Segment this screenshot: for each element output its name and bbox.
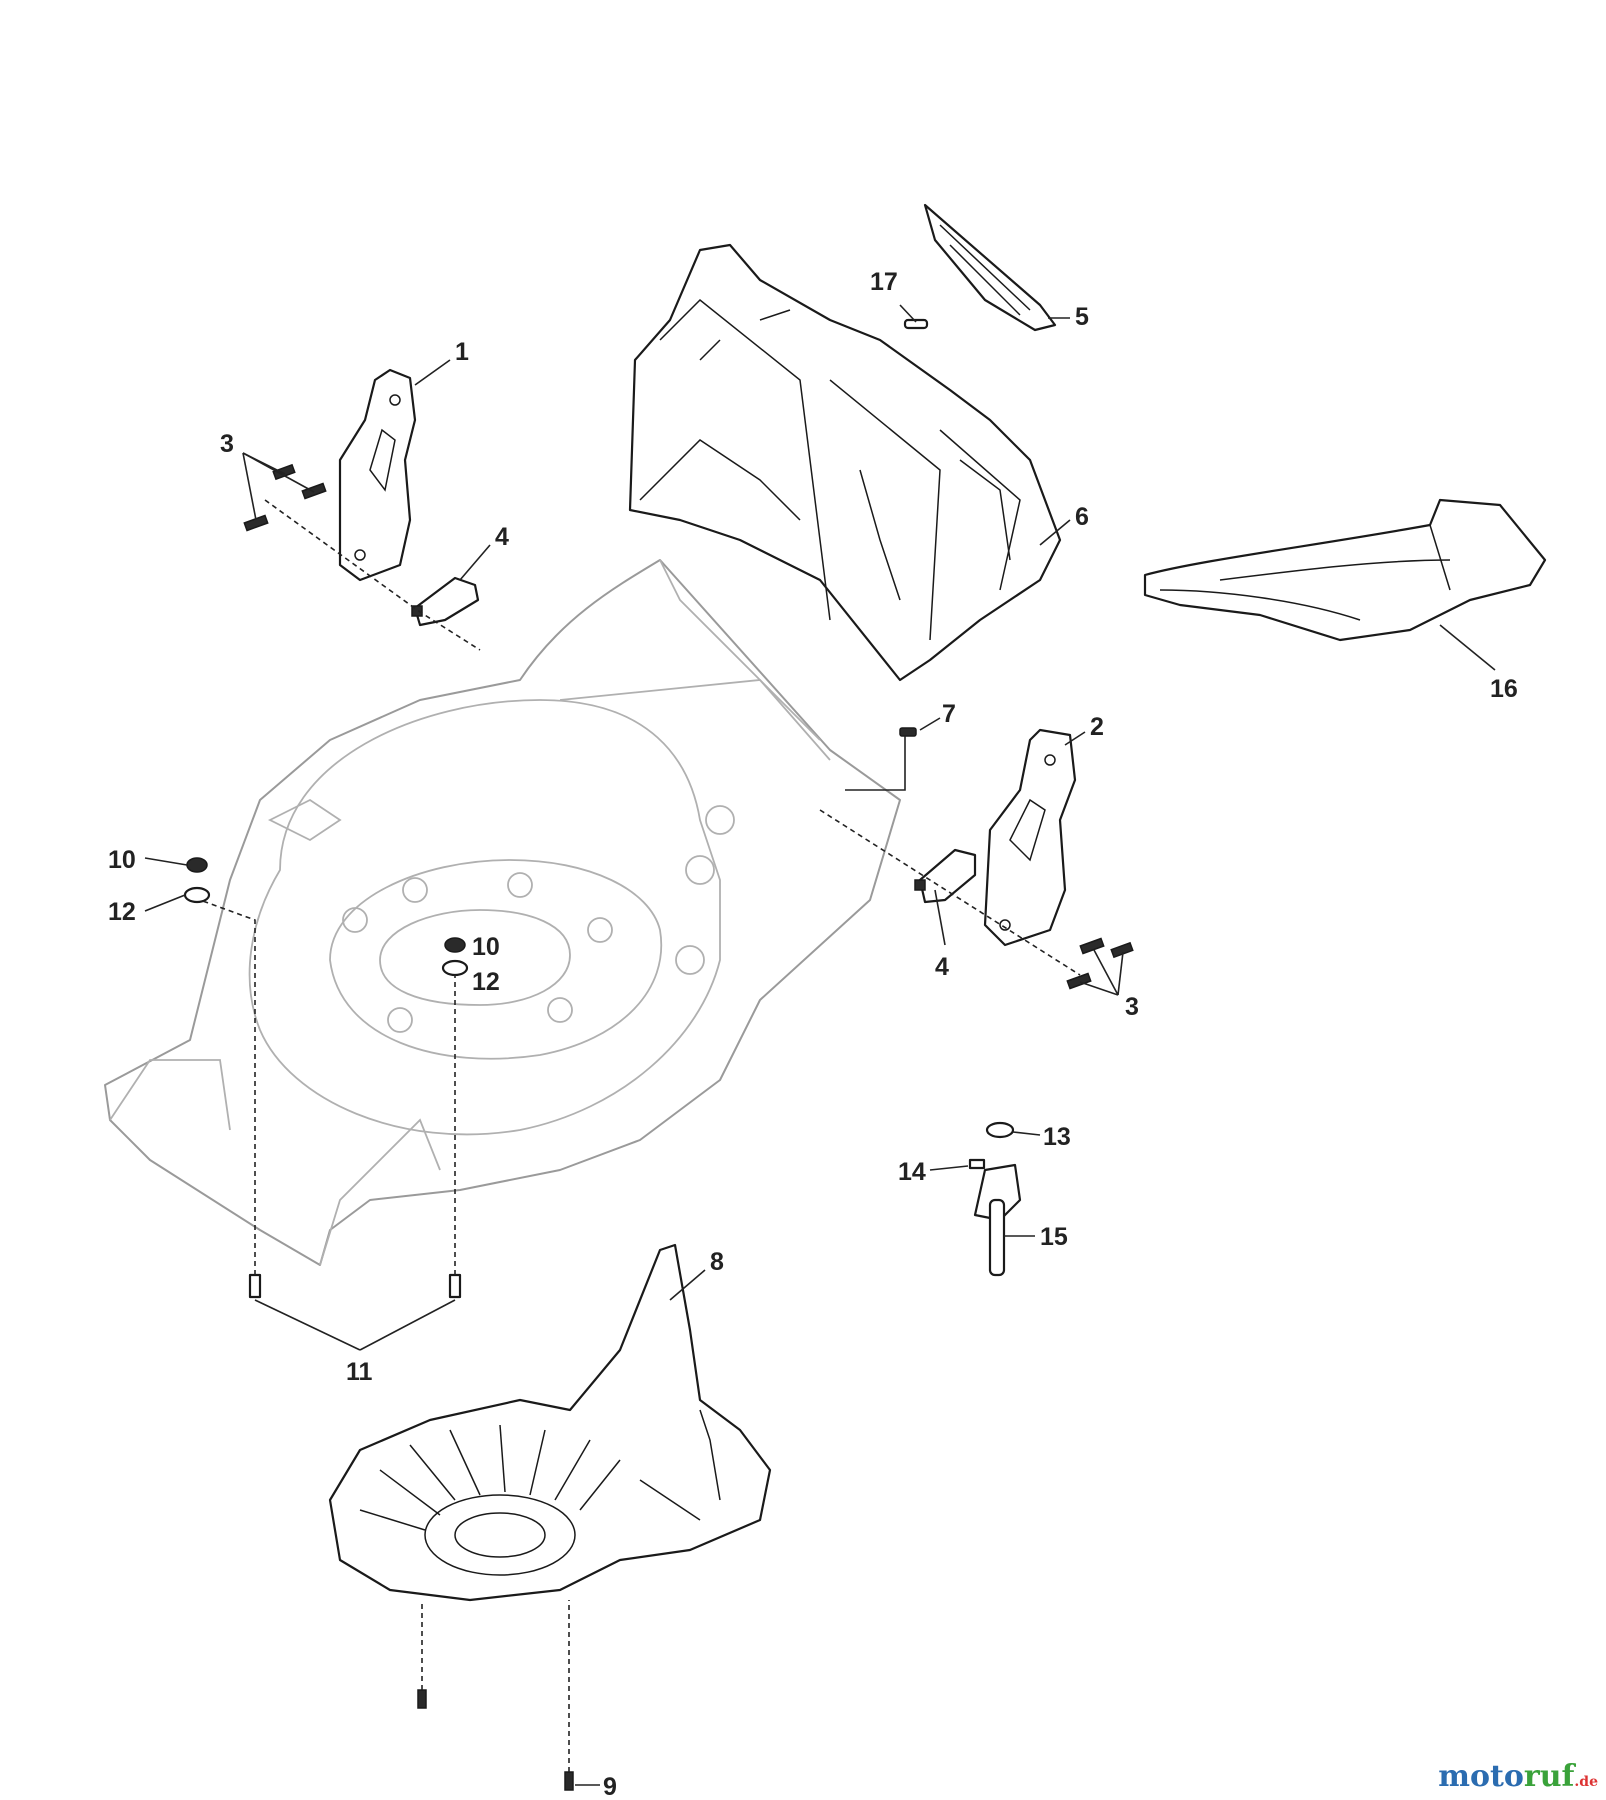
label-2: 2 bbox=[1090, 713, 1104, 741]
label-9: 9 bbox=[603, 1773, 617, 1800]
part-1-bracket bbox=[338, 368, 417, 582]
part-12-washer-center bbox=[441, 959, 469, 977]
part-3-screws-left bbox=[243, 463, 327, 532]
watermark-suffix: .de bbox=[1574, 1774, 1598, 1790]
label-14: 14 bbox=[898, 1158, 926, 1186]
part-14-screw bbox=[968, 1158, 986, 1170]
label-11: 11 bbox=[346, 1358, 373, 1386]
part-5-flap bbox=[923, 203, 1057, 332]
label-3-right: 3 bbox=[1125, 993, 1139, 1021]
part-9-screws bbox=[417, 1689, 574, 1791]
leader-lines bbox=[144, 304, 1496, 1786]
part-6-grass-catcher-frame bbox=[628, 243, 1062, 682]
watermark-ruf: ruf bbox=[1523, 1759, 1575, 1794]
reference-labels: 1 3 4 17 5 6 16 7 2 10 12 10 12 4 3 13 1… bbox=[108, 268, 1518, 1800]
label-13: 13 bbox=[1043, 1123, 1071, 1151]
label-12-center: 12 bbox=[472, 968, 500, 996]
label-7: 7 bbox=[942, 700, 956, 728]
label-4-right: 4 bbox=[935, 953, 949, 981]
part-16-cover bbox=[1143, 498, 1547, 642]
label-6: 6 bbox=[1075, 503, 1089, 531]
label-12-left: 12 bbox=[108, 898, 136, 926]
label-4-left: 4 bbox=[495, 523, 509, 551]
label-1: 1 bbox=[455, 338, 469, 366]
part-2-bracket bbox=[983, 728, 1077, 947]
part-7-screw bbox=[899, 727, 917, 737]
part-10-nut-left bbox=[186, 857, 208, 873]
watermark-moto: moto bbox=[1438, 1759, 1524, 1794]
part-13-washer bbox=[985, 1121, 1015, 1139]
part-15-axle bbox=[973, 1163, 1022, 1277]
label-10-left: 10 bbox=[108, 846, 136, 874]
part-12-washer-left bbox=[183, 886, 211, 904]
label-8: 8 bbox=[710, 1248, 724, 1276]
label-17: 17 bbox=[870, 268, 898, 296]
label-15: 15 bbox=[1040, 1223, 1068, 1251]
mower-deck bbox=[104, 559, 901, 1266]
motoruf-watermark: motoruf.de bbox=[1438, 1759, 1598, 1794]
part-11-bolts bbox=[248, 1273, 462, 1299]
part-10-nut-center bbox=[444, 937, 466, 953]
part-4-plate-left bbox=[411, 576, 480, 627]
part-4-plate-right bbox=[914, 848, 977, 904]
label-10-center: 10 bbox=[472, 933, 500, 961]
part-17-pin bbox=[903, 318, 929, 330]
label-16: 16 bbox=[1490, 675, 1518, 703]
label-3-left: 3 bbox=[220, 430, 234, 458]
label-5: 5 bbox=[1075, 303, 1089, 331]
part-8-baffle bbox=[328, 1243, 772, 1602]
part-3-screws-right bbox=[1066, 937, 1134, 990]
